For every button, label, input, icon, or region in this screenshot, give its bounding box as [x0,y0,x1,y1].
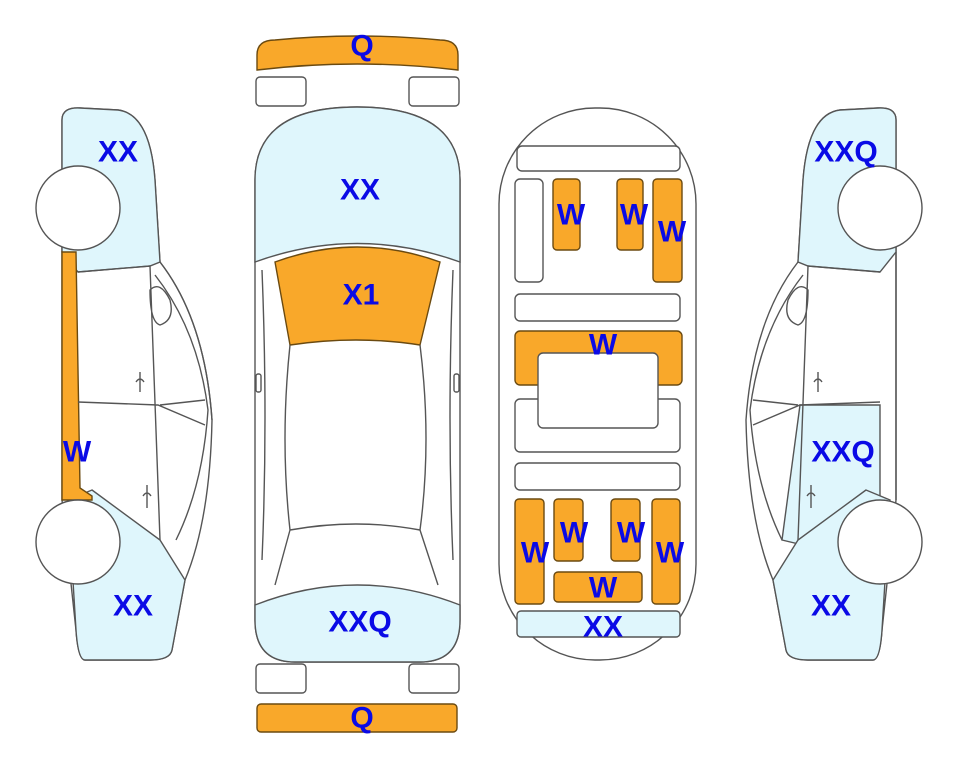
right-mirror [453,373,460,393]
interior-rear-bench [553,571,643,603]
interior-center-box [537,352,659,429]
interior-view: W W W W W W W W W XX [498,107,697,661]
hood-panel [254,106,461,263]
label-left-sill: W [63,436,92,469]
left-door-lines [77,261,213,541]
right-rear-wheel [837,499,923,585]
right-headlight [408,76,460,107]
right-side-view: XXQ XXQ XX [745,107,923,661]
label-interior-front-right: W [658,216,687,249]
interior-bar-2 [514,462,681,491]
label-left-front: XX [98,136,138,169]
left-front-wheel [35,165,121,251]
label-interior-rear-left: W [560,517,589,550]
label-right-rear: XX [811,590,851,623]
left-sill-panel [61,251,93,501]
interior-front-seat-left [552,178,581,251]
interior-dash-top [516,145,681,172]
label-rear-bumper: Q [350,702,373,735]
interior-rear-left [553,498,584,562]
roof-lines [261,269,454,586]
right-door-handles [806,372,823,508]
label-left-rear: XX [113,590,153,623]
interior-rear-left-outer [514,498,545,605]
trunk-panel [254,584,461,663]
interior-trunk-panel [516,610,681,638]
label-interior-trunk: XX [583,611,623,644]
label-front-bumper: Q [350,30,373,63]
label-interior-rear-right: W [617,517,646,550]
interior-rear-right-outer [651,498,681,605]
interior-front-seat-right [616,178,644,251]
front-bumper [256,35,459,71]
left-mirror [255,373,262,393]
left-door-handles [135,372,152,508]
interior-rear-right [610,498,641,562]
interior-left-panel [514,178,544,283]
label-interior-rear-left-outer: W [521,537,550,570]
left-headlight [255,76,307,107]
right-front-wheel [837,165,923,251]
label-right-front: XXQ [814,136,877,169]
right-door-lines [749,252,897,541]
label-right-rear-door: XXQ [811,436,874,469]
label-windshield: X1 [343,279,380,312]
label-interior-rear-right-outer: W [656,537,685,570]
windshield-panel [274,246,441,346]
label-trunk: XXQ [328,606,391,639]
left-rear-wheel [35,499,121,585]
right-taillight [408,663,460,694]
label-hood: XX [340,174,380,207]
left-taillight [255,663,307,694]
label-interior-rear-bench: W [589,572,618,605]
top-view: Q XX X1 XXQ Q [254,30,461,735]
label-interior-front-center: W [620,199,649,232]
label-interior-front-left: W [557,199,586,232]
interior-front-right-panel [652,178,683,283]
label-interior-dashboard: W [589,329,618,362]
interior-bar-1 [514,293,681,322]
rear-bumper [256,703,458,733]
left-side-view: XX W XX [35,107,213,661]
